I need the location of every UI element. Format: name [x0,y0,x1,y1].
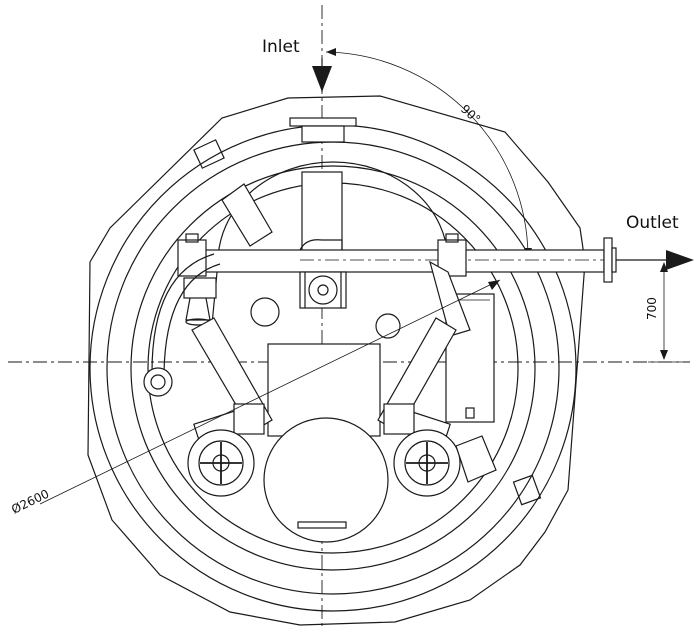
tank-port-left [250,297,280,327]
left-pump-ribs [200,442,242,484]
riser-elbow [299,239,343,251]
check-valve-hub [317,284,329,296]
right-bracket-cap [445,233,459,243]
left-valve-stem [185,297,211,321]
diameter-label: Ø2600 [9,487,51,517]
inclined-riser-pipe [221,183,273,247]
diameter-arrow [488,280,500,290]
left-float-switch [143,367,173,397]
right-pump-impeller [404,440,450,486]
outlet-label: Outlet [626,213,679,233]
left-float-switch-inner [150,374,166,390]
height-arrow-top [660,262,668,272]
inlet-flange-plate [289,117,357,127]
right-pump-ribs [406,442,448,484]
check-valve-flanges [304,272,342,308]
inlet-flange-neck [301,125,345,143]
left-pipe-bracket [177,239,207,277]
angle-label: 90° [458,102,483,127]
height-arrow-bottom [660,350,668,360]
base-slab-outline [87,95,586,626]
wet-well-tank-top [217,161,449,263]
left-gate-valve [183,277,217,299]
slab-lifting-lug-left [193,139,225,169]
slab-lifting-lug-right [512,474,542,506]
check-valve-body [299,271,347,309]
outlet-flange-face [611,247,617,273]
left-pump-guide-rail [233,403,265,435]
inlet-label: Inlet [262,37,300,57]
outlet-flange [603,237,613,283]
chamber-inner-wall [130,165,536,571]
inlet-arrow-head [312,66,332,92]
sump-opening [263,417,389,543]
left-bracket-cap [185,233,199,243]
control-box-gland [465,407,475,419]
right-pump-cable-box [455,435,497,483]
angle-arc-arrow-start [326,48,336,56]
diameter-dimension-line [39,279,501,505]
sump-grille [297,521,347,529]
angle-dimension-arc [325,51,529,259]
height-label: 700 [645,297,659,320]
left-drain-pipe-outer [151,253,215,373]
tank-port-right [375,313,401,339]
right-pump-guide-rail [383,403,415,435]
check-valve-disc [308,275,338,305]
left-pump-impeller [198,440,244,486]
right-inclined-pipe [429,260,471,337]
discharge-header-pipe [179,249,605,273]
left-drain-pipe-inner [163,263,221,373]
